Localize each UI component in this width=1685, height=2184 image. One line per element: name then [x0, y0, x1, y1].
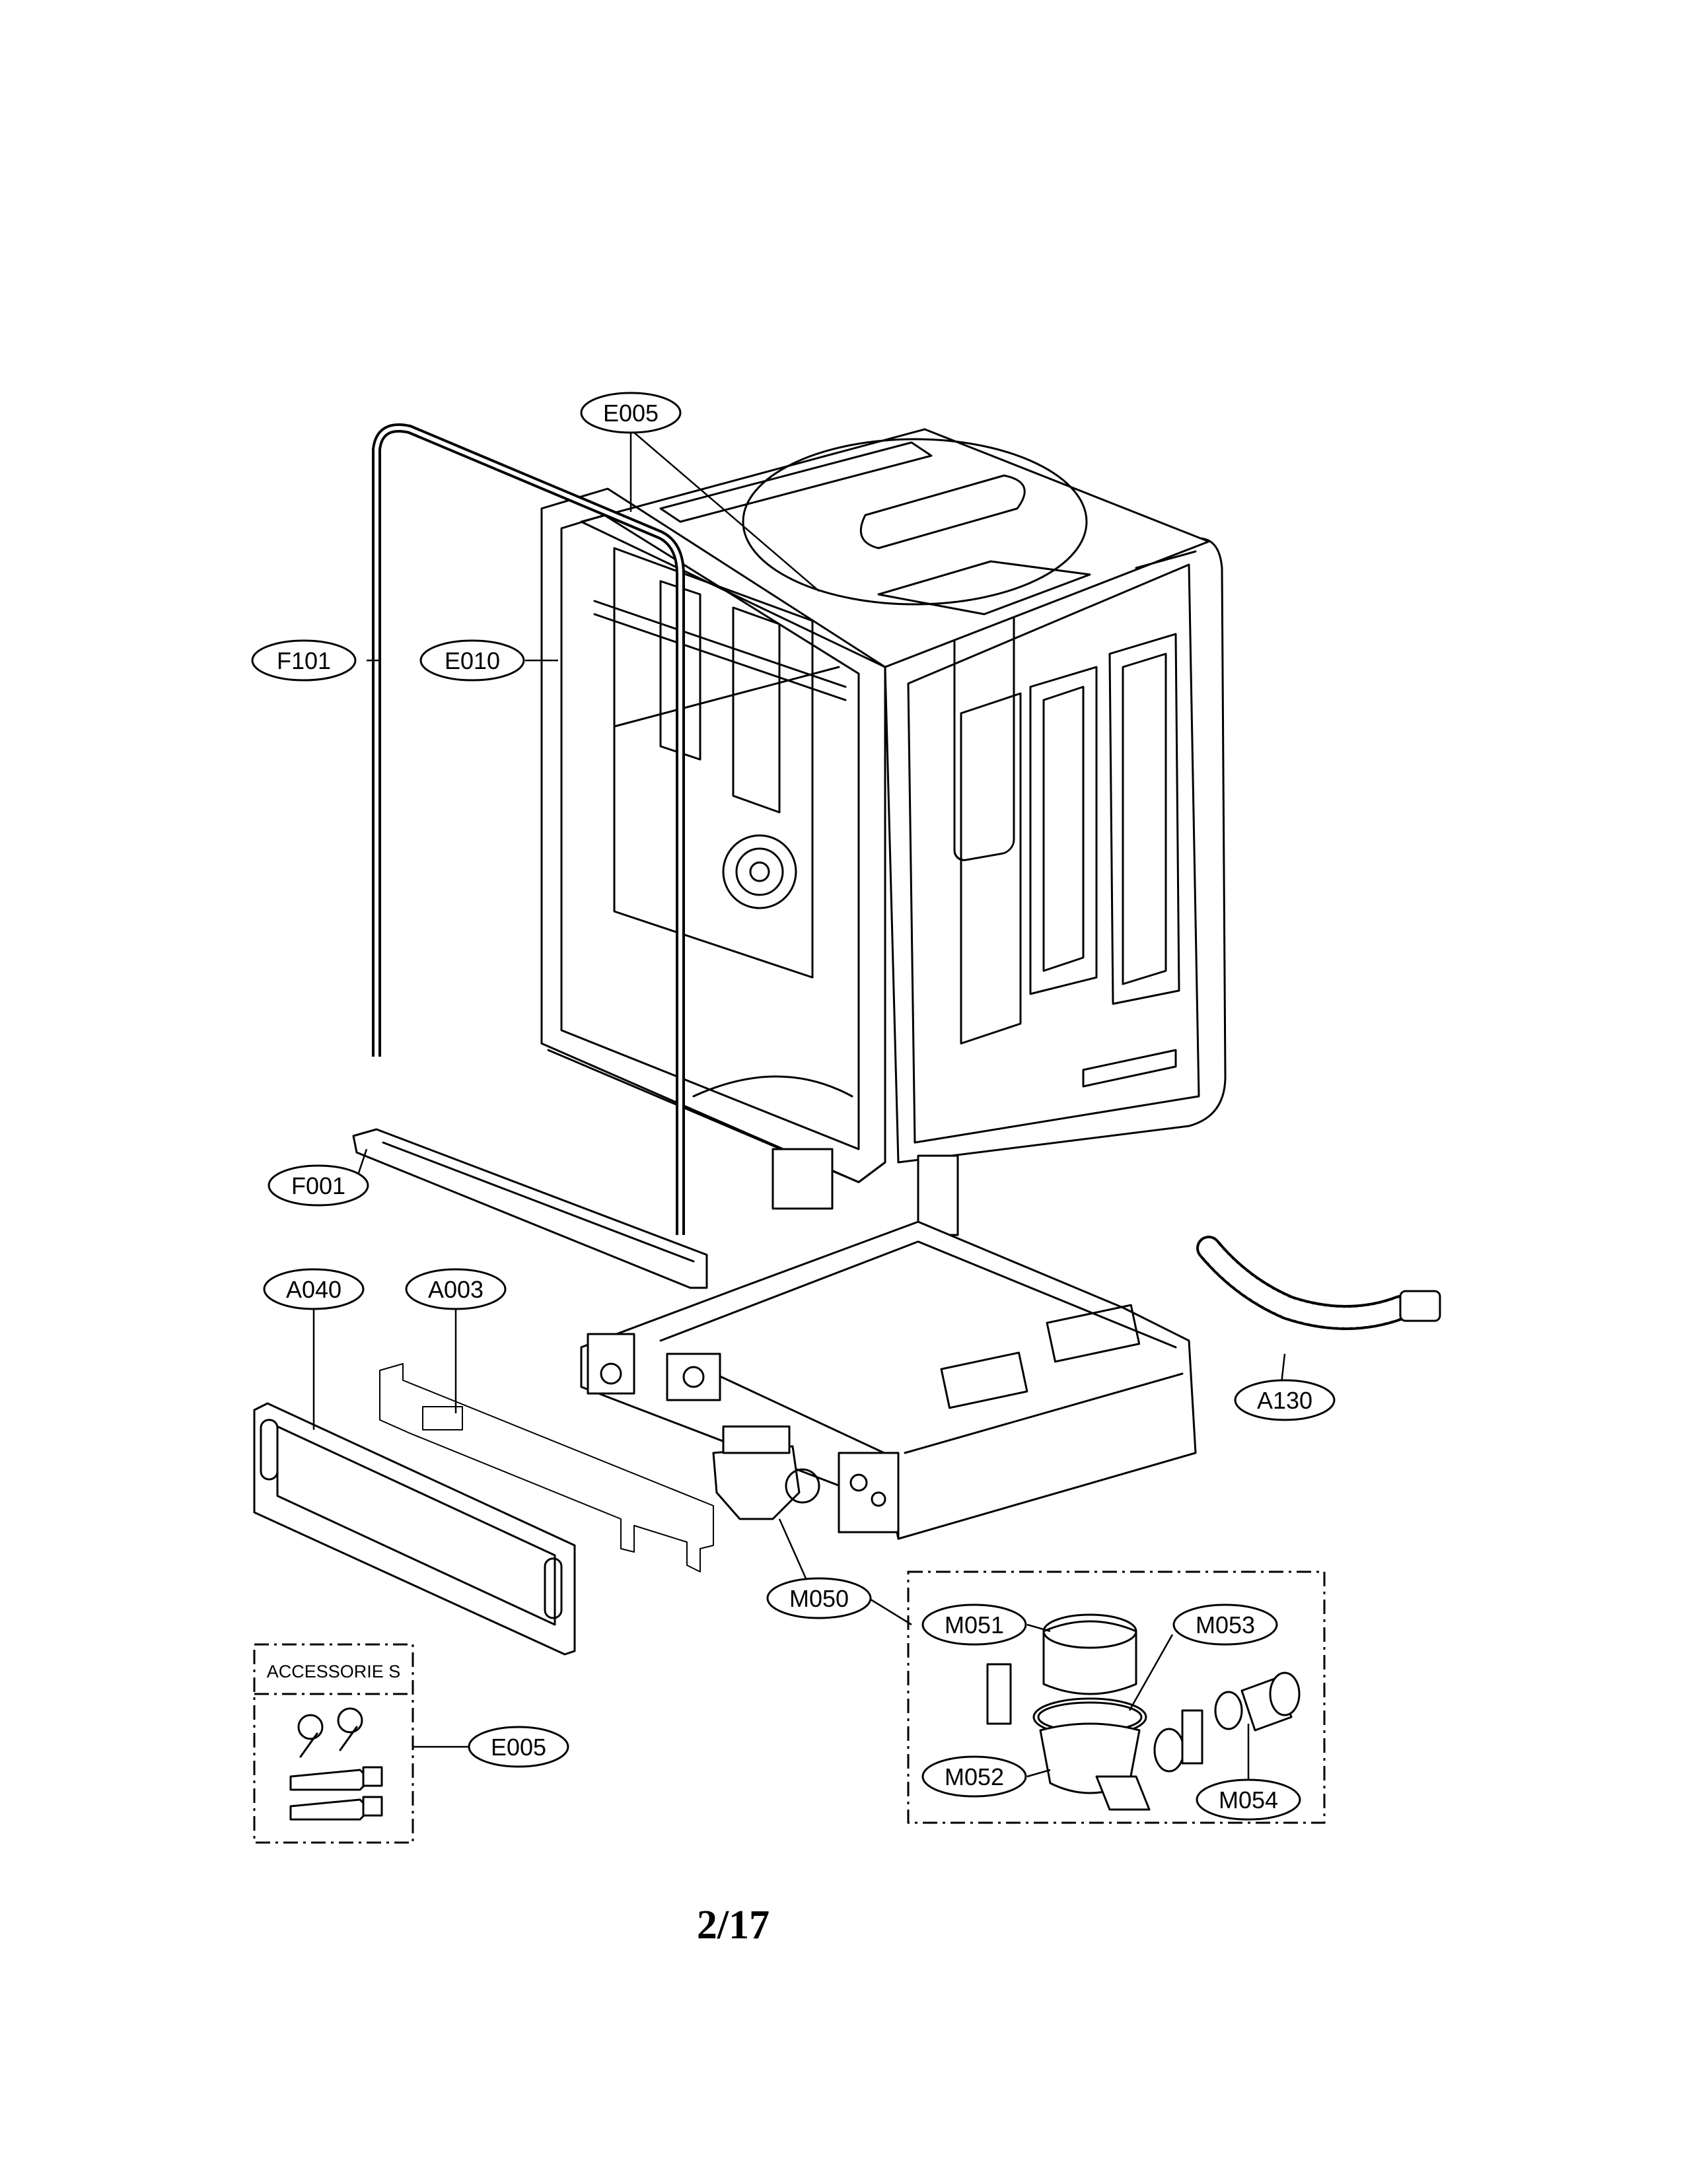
- svg-text:E010: E010: [445, 647, 500, 674]
- svg-text:M050: M050: [789, 1585, 849, 1612]
- leader-lines: [312, 432, 1286, 1783]
- drain-hose-illustration: [1196, 1236, 1441, 1330]
- svg-text:F001: F001: [291, 1172, 345, 1199]
- svg-text:A003: A003: [428, 1276, 484, 1303]
- svg-text:M053: M053: [1196, 1611, 1255, 1638]
- base-assembly-illustration: [580, 1220, 1197, 1540]
- accessories-illustration: [289, 1707, 383, 1821]
- insulation-panel-illustration: [379, 1363, 714, 1572]
- callout-m053: M053: [1172, 1603, 1278, 1646]
- kick-plate-illustration: [253, 1402, 576, 1656]
- callout-a130: A130: [1234, 1379, 1336, 1421]
- callout-e010: E010: [419, 639, 525, 682]
- svg-text:E005: E005: [603, 400, 659, 427]
- svg-text:F101: F101: [277, 647, 331, 674]
- callout-a003: A003: [405, 1268, 507, 1310]
- accessories-label: ACCESSORIE S: [267, 1662, 401, 1681]
- callout-m052: M052: [921, 1755, 1027, 1798]
- tub-cabinet-illustration: [540, 428, 1227, 1236]
- callout-a040: A040: [263, 1268, 365, 1310]
- callout-m050: M050: [766, 1577, 872, 1619]
- callout-f101: F101: [251, 639, 357, 682]
- pump-detail-box: [907, 1570, 1326, 1824]
- callout-e005-top: E005: [580, 392, 682, 434]
- svg-text:M054: M054: [1219, 1786, 1278, 1814]
- svg-text:E005: E005: [491, 1734, 546, 1761]
- door-gasket-illustration: [372, 423, 685, 1235]
- svg-text:M052: M052: [945, 1763, 1004, 1790]
- svg-text:A040: A040: [286, 1276, 341, 1303]
- pump-exploded-illustration: [986, 1613, 1301, 1811]
- bottom-seal-illustration: [352, 1128, 708, 1289]
- page-number: 2/17: [697, 1903, 770, 1948]
- callout-m051: M051: [921, 1603, 1027, 1646]
- svg-text:A130: A130: [1257, 1387, 1312, 1414]
- callout-f001: F001: [268, 1164, 369, 1207]
- callout-e005-accessories: E005: [468, 1726, 569, 1768]
- svg-text:M051: M051: [945, 1611, 1004, 1638]
- accessories-box: [253, 1643, 414, 1844]
- callout-m054: M054: [1196, 1779, 1301, 1821]
